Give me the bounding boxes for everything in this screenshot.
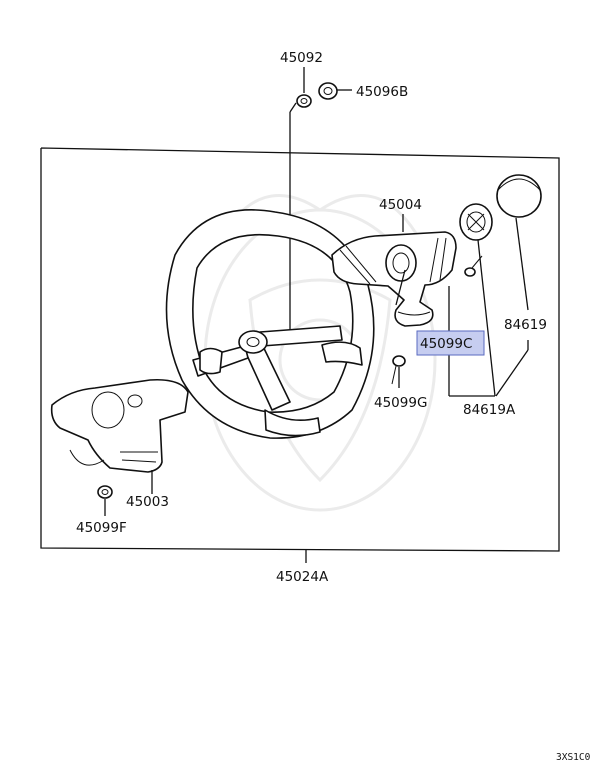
part-label-84619A[interactable]: 84619A [463, 402, 516, 418]
part-label-45099G[interactable]: 45099G [374, 395, 427, 411]
emblem-cap-icon [496, 174, 542, 218]
washer-icon [318, 82, 338, 100]
part-label-45099C[interactable]: 45099C [420, 336, 472, 352]
steering-wheel-icon [165, 209, 375, 439]
part-label-45024A[interactable]: 45024A [276, 569, 329, 585]
part-label-84619[interactable]: 84619 [504, 317, 547, 333]
screw-45099F-icon [97, 485, 113, 499]
highlight-box [416, 330, 485, 356]
screw-icon [464, 255, 483, 277]
screw-45099G-icon [391, 355, 406, 385]
part-label-45092[interactable]: 45092 [280, 50, 323, 66]
part-label-45096B[interactable]: 45096B [356, 84, 408, 100]
nut-icon [296, 94, 312, 108]
part-label-45003[interactable]: 45003 [126, 494, 169, 510]
emblem-base-icon [459, 203, 493, 241]
part-label-45004[interactable]: 45004 [379, 197, 422, 213]
diagram-code: 3XS1C0 [556, 752, 591, 763]
assembly-frame [40, 147, 560, 552]
part-label-45099F[interactable]: 45099F [76, 520, 127, 536]
lower-cover-icon [50, 378, 189, 473]
horn-pad-icon [331, 231, 457, 327]
